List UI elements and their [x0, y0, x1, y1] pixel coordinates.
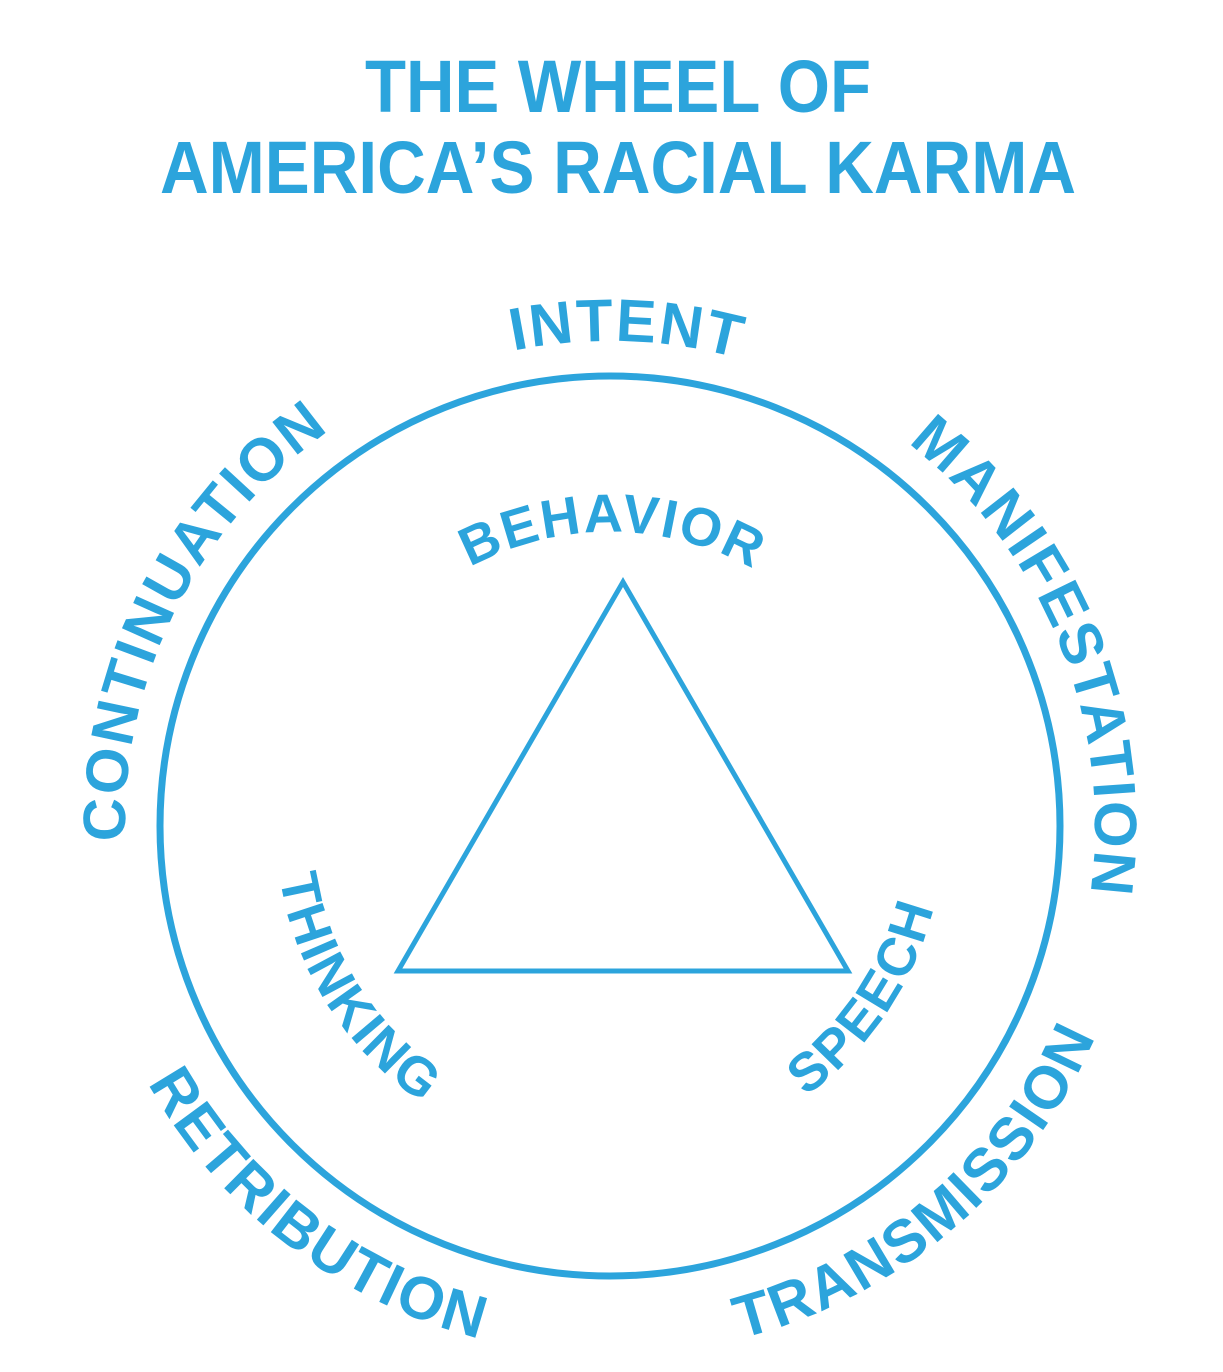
wheel-label-thinking: THINKING — [267, 867, 453, 1114]
wheel-label-behavior: BEHAVIOR — [450, 483, 776, 580]
wheel-label-speech-textpath: SPEECH — [776, 892, 944, 1106]
wheel-label-continuation: CONTINUATION — [71, 387, 339, 842]
wheel-label-retribution: RETRIBUTION — [136, 1055, 496, 1352]
wheel-label-thinking-textpath: THINKING — [267, 867, 451, 1114]
wheel-label-behavior-textpath: BEHAVIOR — [450, 483, 774, 580]
wheel-circle — [156, 372, 1064, 1280]
title-line-2: AMERICA’S RACIAL KARMA — [160, 126, 1076, 209]
wheel-label-retribution-textpath: RETRIBUTION — [136, 1055, 494, 1352]
wheel-label-intent-textpath: INTENT — [504, 287, 751, 371]
wheel-label-speech: SPEECH — [776, 892, 946, 1106]
title-line-1: THE WHEEL OF — [365, 45, 871, 128]
wheel-label-continuation-textpath: CONTINUATION — [71, 387, 337, 842]
karma-triangle — [393, 577, 853, 974]
wheel-label-intent: INTENT — [504, 287, 753, 371]
